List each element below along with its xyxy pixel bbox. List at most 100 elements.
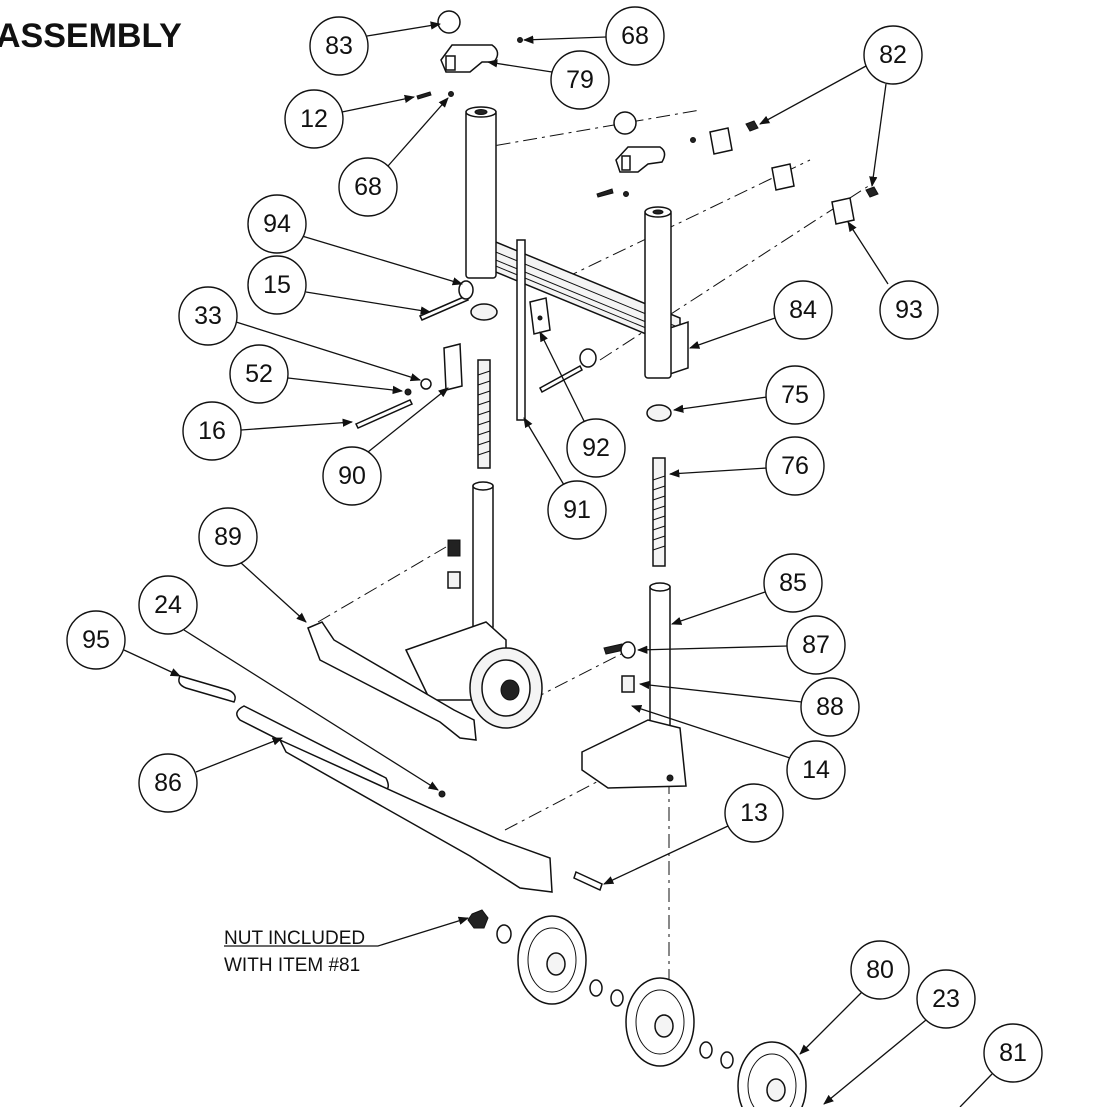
callout-bubble: 91	[547, 480, 607, 540]
callout-bubble: 23	[916, 969, 976, 1029]
handle-frame-part	[278, 738, 553, 893]
callout-bubble: 79	[550, 50, 610, 110]
tube-top	[649, 582, 671, 592]
svg-text:33: 33	[194, 302, 222, 330]
callout-bubble: 76	[765, 436, 825, 496]
svg-text:86: 86	[154, 769, 182, 797]
callout-bubble: 15	[247, 255, 307, 315]
wheel-hub	[654, 1014, 674, 1038]
svg-text:89: 89	[214, 523, 242, 551]
callout-bubble: 68	[338, 157, 398, 217]
callout-bubble: 82	[863, 25, 923, 85]
svg-text:82: 82	[879, 41, 907, 69]
right-base-housing-part	[581, 719, 687, 789]
svg-text:83: 83	[325, 32, 353, 60]
callout-bubble: 14	[786, 740, 846, 800]
washer-part	[420, 378, 432, 390]
callout-bubble: 81	[983, 1023, 1043, 1083]
note-leader	[224, 916, 469, 947]
svg-text:52: 52	[245, 360, 273, 388]
ball-knob-part	[613, 111, 637, 135]
svg-text:16: 16	[198, 417, 226, 445]
bolt-part	[418, 295, 470, 321]
bolt-part	[354, 399, 414, 429]
callout-bubble: 75	[765, 365, 825, 425]
lead-screw-part	[477, 359, 491, 469]
handle-grip-part	[178, 675, 236, 703]
washer-part	[579, 348, 597, 368]
callout-bubble: 33	[178, 286, 238, 346]
svg-text:85: 85	[779, 569, 807, 597]
wheel-part	[737, 1041, 807, 1107]
drawing-title: ASSEMBLY	[0, 17, 182, 55]
svg-text:84: 84	[789, 296, 817, 324]
hex-nut-part	[865, 186, 879, 198]
callout-bubble: 84	[773, 280, 833, 340]
svg-text:91: 91	[563, 496, 591, 524]
svg-text:92: 92	[582, 434, 610, 462]
spacer-part	[447, 571, 461, 589]
hex-nut-part	[467, 909, 489, 929]
svg-text:24: 24	[154, 591, 182, 619]
callout-bubble: 93	[879, 280, 939, 340]
centerline	[504, 774, 611, 831]
bolt-part	[539, 364, 583, 394]
fitting-part	[620, 641, 636, 659]
callout-bubble: 88	[800, 677, 860, 737]
callout-bubble: 89	[198, 507, 258, 567]
callout-bubble: 90	[322, 446, 382, 506]
centerline	[530, 650, 628, 701]
callout-bubble: 87	[786, 615, 846, 675]
wheel-rim	[747, 1053, 797, 1107]
wheel-rim	[635, 989, 685, 1055]
left-foot-bar-part	[307, 621, 477, 741]
callout-bubble: 16	[182, 401, 242, 461]
svg-text:75: 75	[781, 381, 809, 409]
callout-bubbles: 83 68 79 12 68 82 94 15 93 33 84 52	[66, 6, 1043, 1107]
callout-bubble: 80	[850, 940, 910, 1000]
housing-hole	[666, 774, 674, 782]
callout-bubble: 86	[138, 753, 198, 813]
svg-text:94: 94	[263, 210, 291, 238]
svg-text:81: 81	[999, 1039, 1027, 1067]
tube-bore	[652, 209, 664, 215]
nut-part	[438, 790, 446, 798]
callout-bubble: 12	[284, 89, 344, 149]
bearing-part	[470, 303, 498, 321]
latch-pin-part	[445, 55, 456, 71]
callout-bubble: 92	[566, 418, 626, 478]
washer-part	[610, 989, 624, 1007]
svg-text:76: 76	[781, 452, 809, 480]
bracket-part	[443, 343, 463, 391]
hex-nut-part	[745, 120, 759, 132]
screw-part	[416, 91, 432, 100]
nut-note-line-2: WITH ITEM #81	[224, 955, 360, 976]
parts-drawing	[178, 10, 879, 1107]
washer-part	[699, 1041, 713, 1059]
svg-text:13: 13	[740, 799, 768, 827]
nut-note-line-1: NUT INCLUDED	[224, 928, 365, 949]
thread-detail	[652, 475, 666, 551]
svg-text:23: 23	[932, 985, 960, 1013]
callout-bubble: 85	[763, 553, 823, 613]
ball-knob-part	[437, 10, 461, 34]
washer-part	[720, 1051, 734, 1069]
centerline	[599, 184, 871, 361]
fitting-part	[447, 539, 461, 557]
svg-text:95: 95	[82, 626, 110, 654]
callout-bubble: 94	[247, 194, 307, 254]
washer-part	[404, 388, 412, 396]
svg-text:80: 80	[866, 956, 894, 984]
wheel-rim	[527, 927, 577, 993]
svg-text:68: 68	[354, 173, 382, 201]
callout-bubble: 13	[724, 783, 784, 843]
nut-part	[448, 91, 454, 97]
washer-part	[496, 924, 512, 944]
centerline	[317, 546, 447, 623]
left-upright-tube-part	[465, 109, 497, 279]
spacer-part	[621, 675, 635, 693]
tube-bore	[474, 109, 488, 115]
callout-bubble: 24	[138, 575, 198, 635]
nut-part	[623, 191, 629, 197]
